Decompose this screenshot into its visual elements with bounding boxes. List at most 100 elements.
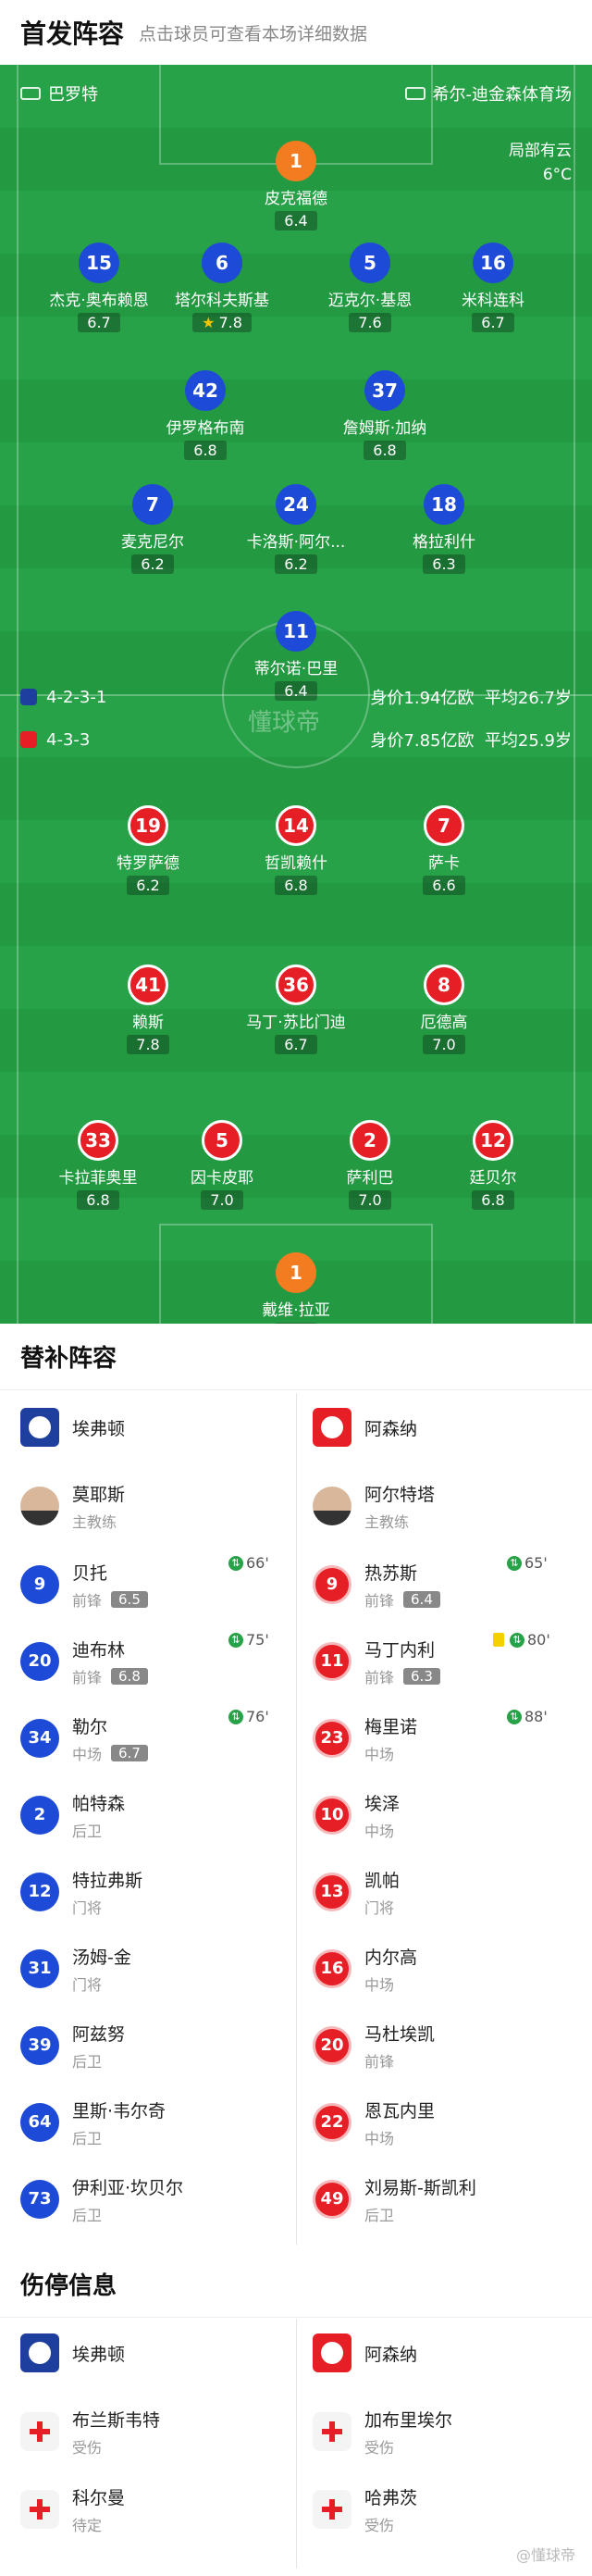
- injury-status: 待定: [72, 2516, 103, 2534]
- away-coach[interactable]: 阿尔特塔主教练: [313, 1472, 435, 1540]
- everton-crest-icon: [20, 2333, 59, 2372]
- home-injury-0[interactable]: 布兰斯韦特受伤: [20, 2397, 160, 2466]
- medical-kit-icon: [313, 2412, 352, 2451]
- player-rating: 7.8: [127, 1035, 169, 1054]
- away-injury-0[interactable]: 加布里埃尔受伤: [313, 2397, 452, 2466]
- sub-in-icon: ⇅: [507, 1555, 522, 1571]
- coach-avatar: [313, 1487, 352, 1525]
- sub-position: 门将: [72, 1898, 103, 1917]
- player-rating: 7.0: [423, 1035, 465, 1054]
- medical-kit-icon: [20, 2490, 59, 2529]
- player-name: 格拉利什: [413, 533, 475, 552]
- jersey-number: 18: [424, 484, 464, 525]
- player-rating: 6.6: [423, 876, 465, 895]
- away-formation: 4-3-3: [46, 729, 91, 750]
- sub-in-icon: ⇅: [228, 1709, 243, 1724]
- injuries-away-team-name: 阿森纳: [364, 2344, 418, 2365]
- sub-rating: 6.3: [403, 1667, 440, 1685]
- away-coach-name: 阿尔特塔: [364, 1484, 436, 1505]
- injuries-divider: [296, 2319, 297, 2569]
- away-player-10[interactable]: 1戴维·拉亚7.4: [227, 1252, 365, 1324]
- player-name: 因卡皮耶: [191, 1169, 253, 1188]
- player-name: 马丁·苏比门迪: [246, 1014, 346, 1032]
- player-rating: 6.4: [275, 211, 317, 230]
- jersey-number: 13: [313, 1873, 352, 1911]
- player-name: 麦克尼尔: [121, 533, 184, 552]
- player-rating: 6.4: [275, 681, 317, 701]
- page-hint: 点击球员可查看本场详细数据: [139, 23, 368, 44]
- sub-position: 前锋: [364, 1591, 395, 1610]
- sub-position: 前锋: [364, 1668, 395, 1686]
- sub-name: 汤姆-金: [72, 1947, 131, 1968]
- jersey-number: 73: [20, 2180, 59, 2219]
- injuries-home-team[interactable]: 埃弗顿: [20, 2319, 125, 2387]
- sub-position: 后卫: [72, 2129, 103, 2147]
- sub-in-event: ⇅76': [228, 1708, 269, 1725]
- home-injury-1[interactable]: 科尔曼待定: [20, 2475, 125, 2544]
- player-name: 萨卡: [428, 854, 460, 873]
- player-name: 塔尔科夫斯基: [175, 292, 269, 310]
- injuries-away-team[interactable]: 阿森纳: [313, 2319, 417, 2387]
- player-name: 特罗萨德: [117, 854, 179, 873]
- sub-name: 贝托: [72, 1562, 108, 1584]
- arsenal-crest-icon: [313, 2333, 352, 2372]
- jersey-number: 6: [202, 243, 242, 283]
- subs-divider: [296, 1393, 297, 2245]
- injuries-section-title: 伤停信息: [0, 2251, 592, 2318]
- home-coach[interactable]: 莫耶斯主教练: [20, 1472, 125, 1540]
- player-name: 廷贝尔: [469, 1169, 517, 1188]
- sub-position: 中场: [364, 2129, 395, 2147]
- subs-away-team[interactable]: 阿森纳: [313, 1393, 417, 1462]
- jersey-number: 36: [276, 964, 316, 1005]
- temperature-text: 6°C: [542, 166, 572, 184]
- sub-position: 中场: [364, 1822, 395, 1840]
- player-name: 米科连科: [462, 292, 524, 310]
- sub-in-icon: ⇅: [228, 1632, 243, 1648]
- yellow-card-icon: [493, 1633, 504, 1647]
- subs-home-team[interactable]: 埃弗顿: [20, 1393, 125, 1462]
- jersey-number: 23: [313, 1719, 352, 1758]
- sub-position: 前锋: [72, 1591, 103, 1610]
- away-injury-1[interactable]: 哈弗茨受伤: [313, 2475, 417, 2544]
- jersey-number: 5: [202, 1120, 242, 1161]
